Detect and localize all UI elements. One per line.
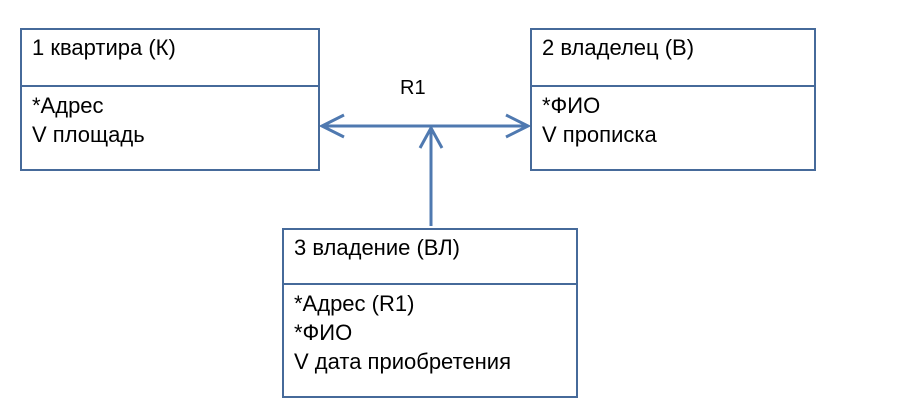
relationship-label: R1 [400,77,426,99]
entity-title: 2 владелец (В) [532,30,814,87]
entity-title: 1 квартира (К) [22,30,318,87]
arrowhead-up [418,124,444,149]
attribute-address: *Адрес [32,93,104,118]
entity-kvartira: 1 квартира (К) *Адрес V площадь [20,28,320,171]
attribute-area: V площадь [32,122,145,147]
attribute-purchase-date: V дата приобретения [294,349,511,374]
arrowhead-right [505,113,532,139]
attribute-registration: V прописка [542,122,657,147]
arrowhead-left [318,113,345,139]
entity-attributes: *Адрес V площадь [22,87,318,149]
attribute-fio: *ФИО [542,93,601,118]
attribute-fio: *ФИО [294,320,353,345]
entity-title: 3 владение (ВЛ) [284,230,576,285]
entity-vladenie: 3 владение (ВЛ) *Адрес (R1) *ФИО V дата … [282,228,578,398]
attribute-address-fk: *Адрес (R1) [294,291,415,316]
entity-vladelets: 2 владелец (В) *ФИО V прописка [530,28,816,171]
entity-attributes: *ФИО V прописка [532,87,814,149]
entity-attributes: *Адрес (R1) *ФИО V дата приобретения [284,285,576,376]
